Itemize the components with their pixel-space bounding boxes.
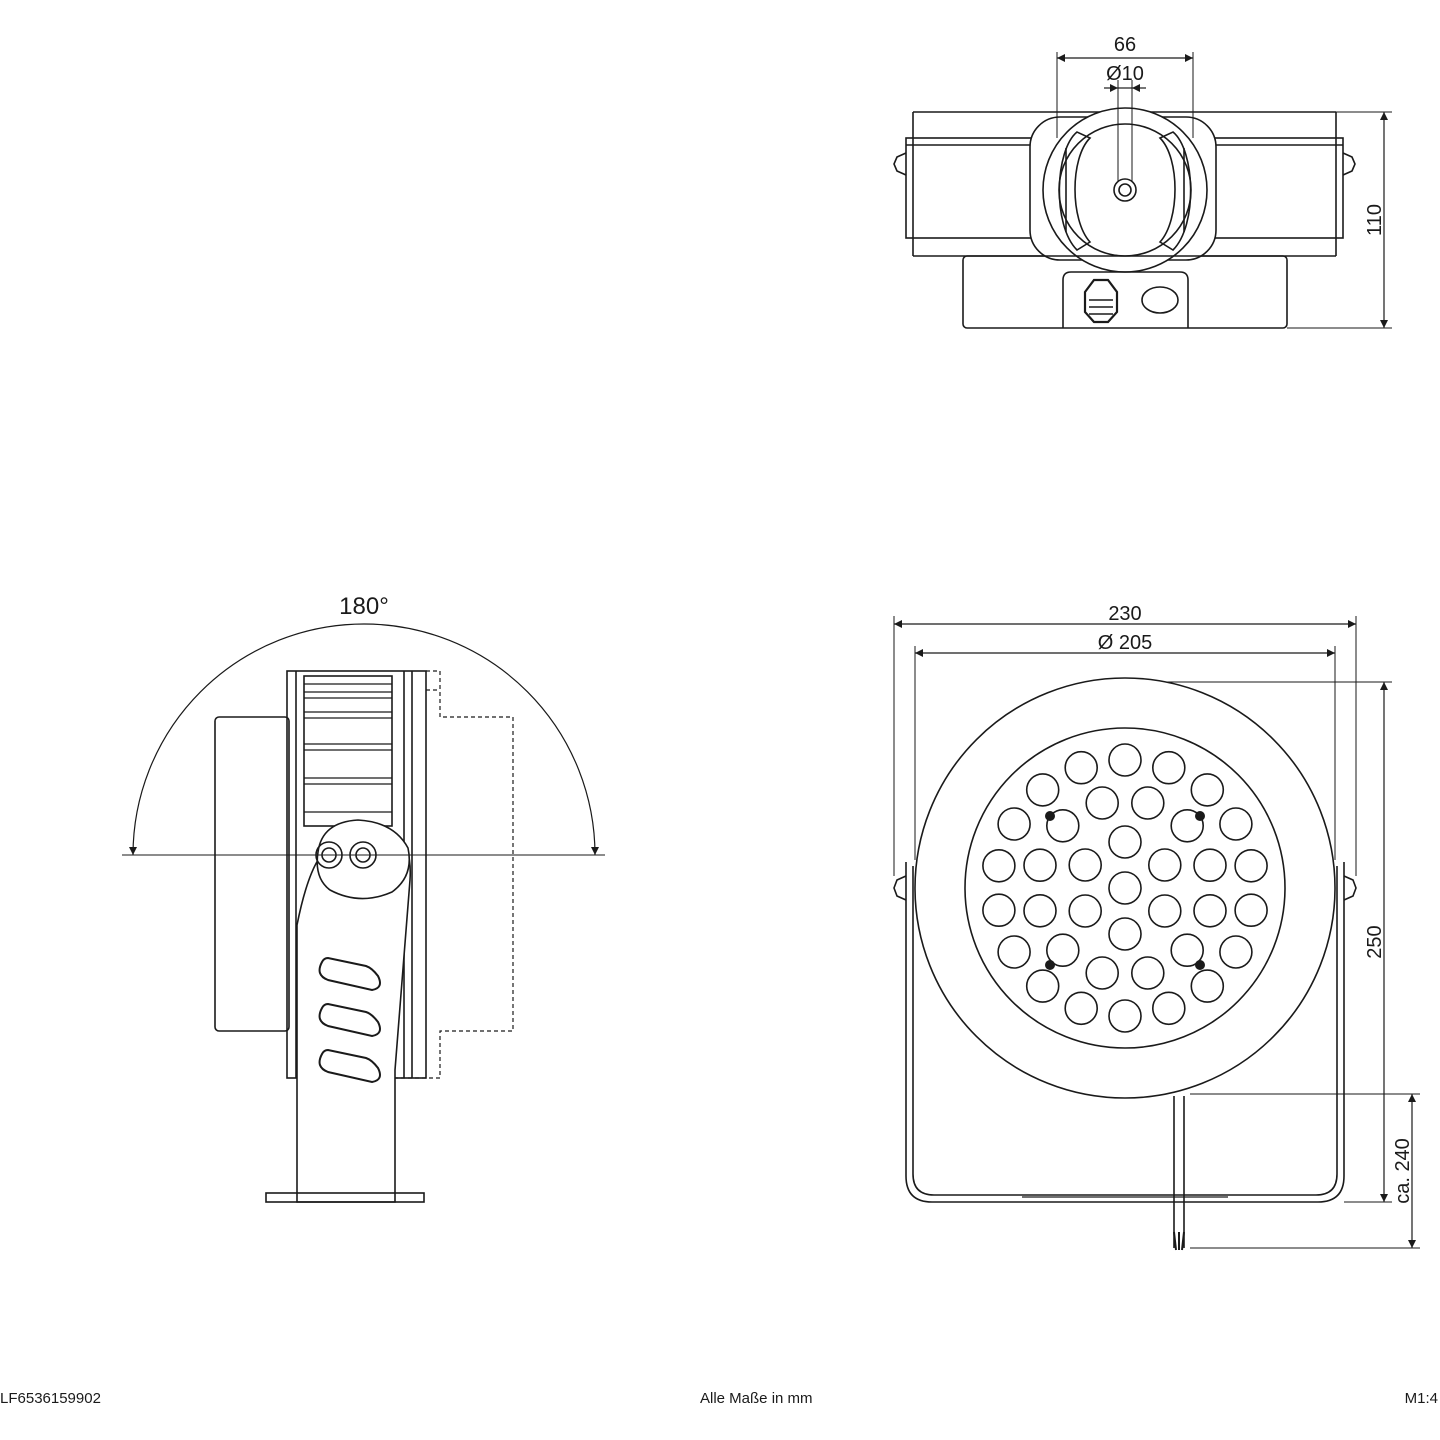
top-arc-slot-left [1058,131,1092,252]
led-lens [1108,825,1142,859]
top-knob-right [1342,152,1356,176]
top-lower-housing [962,255,1288,329]
top-cable-gland-hex [1083,278,1119,324]
side-bracket-slot [318,1002,381,1038]
front-dim-diameter-label: Ø 205 [1098,632,1152,654]
side-cooling-fins [304,683,392,813]
article-number: LF6536159902 [0,1390,101,1407]
side-bracket-hub [316,819,411,900]
led-lens [1234,893,1268,928]
led-lens [1068,848,1102,882]
led-lens [1152,991,1186,1026]
front-led-board [964,727,1286,1049]
led-lens [1023,893,1057,928]
led-lens [1170,933,1204,968]
side-rear-housing [214,716,290,1032]
led-lens [1108,743,1142,777]
side-bracket-slot [318,956,381,992]
led-lens [1148,894,1182,928]
board-screw-dot [1045,811,1055,821]
led-lens [1108,999,1142,1033]
top-dim-hole-label: Ø10 [1106,63,1144,85]
top-view [893,52,1392,329]
front-dim-cable-label: ca. 240 [1392,1138,1414,1204]
led-lens [1234,848,1268,883]
led-lens [1064,750,1098,785]
led-lens [1085,956,1119,990]
top-center-hole-inner [1118,183,1132,197]
front-pivot-knob-right [1343,875,1357,901]
side-rotation-arc [129,623,599,856]
top-knob-left [893,152,907,176]
top-oval-plug [1141,286,1179,314]
led-lens [982,848,1016,883]
front-view [893,616,1420,1251]
front-u-bracket [905,862,1345,1203]
led-lens [1131,956,1165,990]
top-gland-panel [1062,271,1189,328]
led-lens [997,935,1031,969]
led-lens [1131,786,1165,820]
board-screw-dot [1195,960,1205,970]
units-note: Alle Maße in mm [700,1390,813,1407]
top-dim-height-label: 110 [1364,204,1386,236]
front-housing-outer [914,677,1336,1099]
front-dim-width-label: 230 [1108,603,1141,625]
front-board-screws [1045,811,1205,970]
side-rotated-ghost [304,670,514,1079]
led-lens [1219,807,1253,841]
led-lens [1193,848,1227,883]
side-view [122,623,605,1203]
led-lens [1046,933,1080,968]
led-lens [1046,808,1080,843]
led-lens [1148,848,1182,882]
side-angle-label: 180° [339,593,389,620]
board-screw-dot [1195,811,1205,821]
side-base-foot [265,1192,425,1203]
side-bracket-slot [318,1048,381,1084]
front-dim-height-label: 250 [1364,925,1386,958]
led-lens [1085,786,1119,820]
led-lens [1025,773,1060,807]
led-lens [997,807,1031,841]
led-lens [1190,773,1225,807]
led-lens [982,893,1016,928]
led-lens [1219,935,1253,969]
front-led-array [982,743,1268,1033]
front-cable-end [1173,1231,1185,1251]
top-dim-width-label: 66 [1114,34,1136,56]
board-screw-dot [1045,960,1055,970]
led-lens [1193,893,1227,928]
led-lens [1152,750,1186,785]
front-pivot-knob-left [893,875,907,901]
led-lens [1108,871,1142,905]
led-lens [1170,808,1204,843]
top-bracket-disc [1042,107,1208,273]
led-lens [1023,848,1057,883]
front-u-bracket-inner [912,866,1338,1196]
led-lens [1108,917,1142,951]
top-center-hole [1113,178,1137,202]
led-lens [1064,991,1098,1026]
led-lens [1190,969,1225,1003]
led-lens [1068,894,1102,928]
led-lens [1025,969,1060,1003]
top-arc-slot-right [1158,131,1192,252]
scale-label: M1:4 [1404,1390,1438,1407]
